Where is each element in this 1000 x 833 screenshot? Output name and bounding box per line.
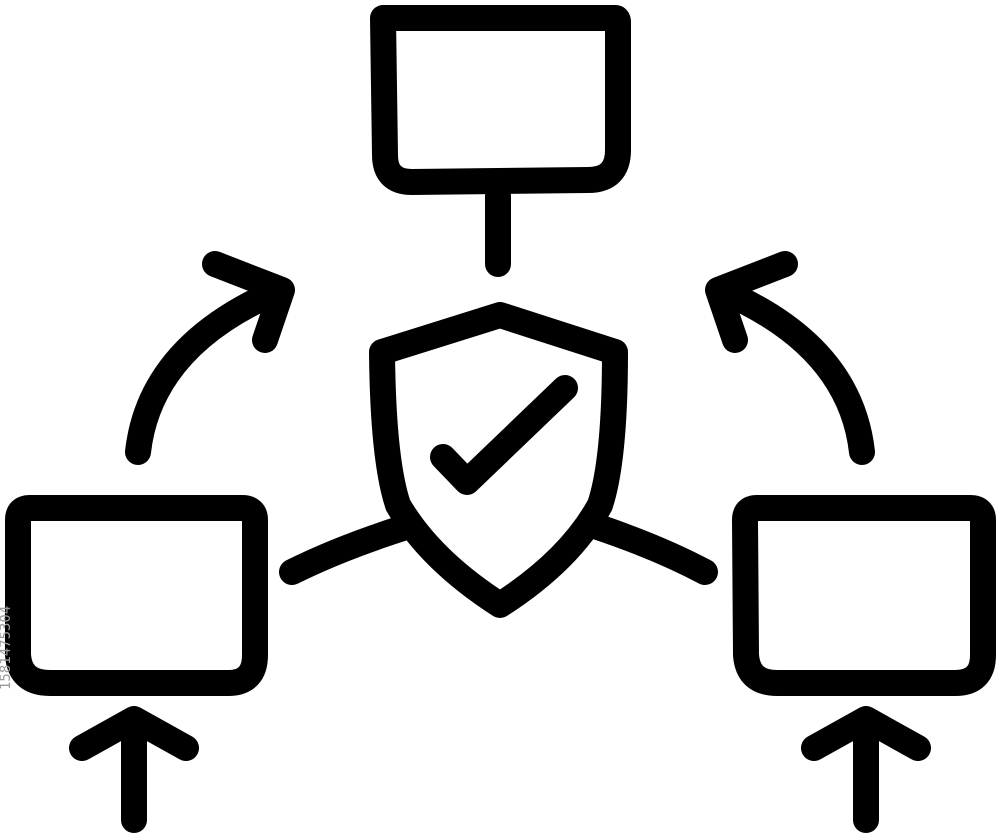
right-curved-arrow-icon [707,277,875,465]
bottom-right-arrowhead-icon [801,706,931,761]
left-curved-arrow-icon [125,277,293,465]
left-curved-arrowhead-icon [202,251,295,353]
shield-icon [369,302,628,618]
left-connector-line [279,514,419,585]
stock-id-watermark: 1581475304 [0,605,14,690]
right-panel-icon [732,495,996,696]
left-panel-icon [5,495,268,696]
check-mark-icon [430,375,578,495]
right-curved-arrowhead-icon [705,251,798,353]
bottom-left-arrowhead-icon [69,706,199,761]
right-connector-line [585,514,718,585]
top-panel-icon [370,5,631,195]
